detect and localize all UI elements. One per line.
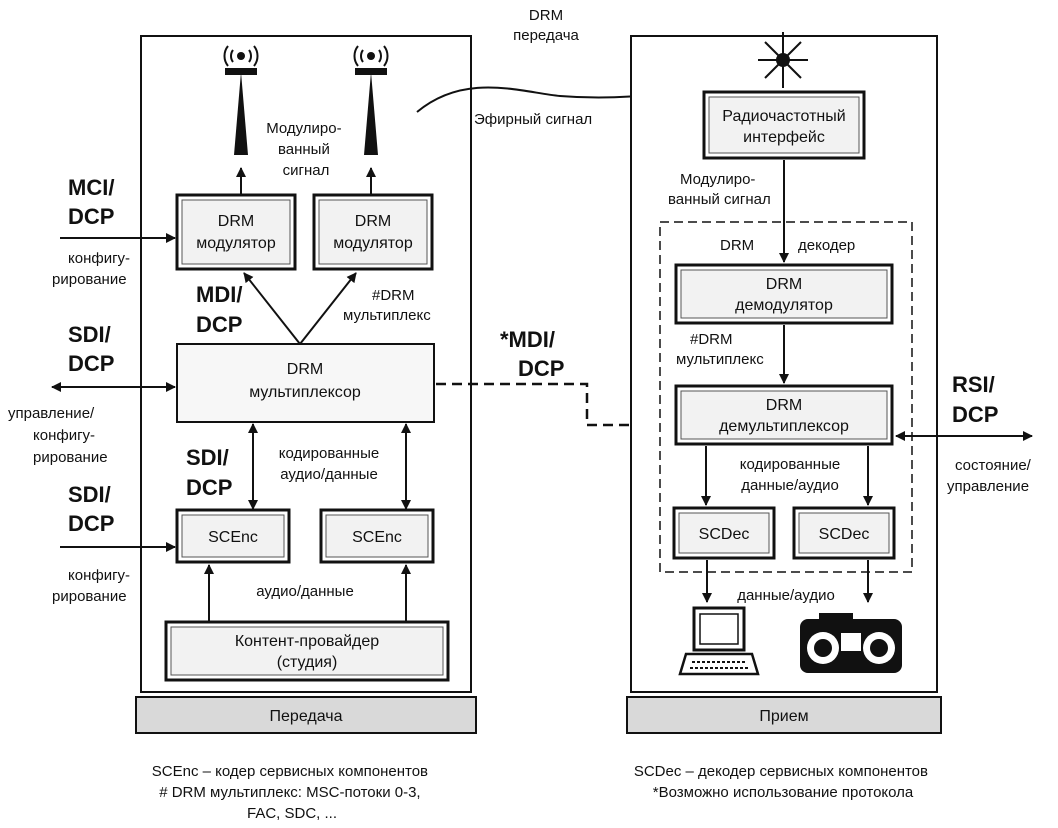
svg-text:SCEnc: SCEnc (208, 529, 258, 546)
tx-footer-label: Передача (270, 708, 343, 725)
sdi-dcp-label-2: SDI/DCP (68, 482, 114, 536)
sdi-control-label: управление/конфигу-рирование (8, 405, 108, 466)
rx-footer-label: Прием (759, 708, 808, 725)
decoder-label-part1: DRM (720, 237, 754, 254)
mdi-star-label: *MDI/DCP (500, 327, 564, 381)
radio-icon (800, 613, 902, 673)
rx-modulated-signal-label: Модулиро-ванный сигнал (668, 171, 771, 208)
note-scdec: SCDec – декодер сервисных компонентов *В… (634, 763, 932, 801)
mci-config-label: конфигу-рирование (52, 250, 130, 288)
svg-text:Контент-провайдер(студия): Контент-провайдер(студия) (235, 633, 379, 671)
scdec-2: SCDec (792, 506, 896, 560)
rsi-status-label: состояние/управление (947, 457, 1032, 495)
svg-text:SCEnc: SCEnc (352, 529, 402, 546)
scdec-1: SCDec (672, 506, 776, 560)
sdi-dcp-label-1: SDI/DCP (68, 322, 114, 376)
tx-modulated-signal-label: Модулиро- ванный сигнал (266, 120, 346, 179)
sdi-dcp-inner-label: SDI/DCP (186, 445, 232, 500)
note-scenc: SCEnc – кодер сервисных компонентов # DR… (152, 763, 432, 822)
drm-decoder-region (659, 221, 913, 573)
rx-data-audio-label: данные/аудио (737, 587, 835, 604)
rsi-dcp-label: RSI/DCP (952, 372, 998, 427)
antenna-icon (223, 45, 259, 155)
computer-icon (678, 606, 760, 676)
air-signal-label: Эфирный сигнал (474, 111, 592, 128)
svg-text:SCDec: SCDec (819, 526, 870, 543)
scenc-1: SCEnc (175, 508, 291, 564)
decoder-label-part2: декодер (798, 237, 855, 254)
mdi-dcp-label: MDI/DCP (196, 282, 242, 337)
svg-text:SCDec: SCDec (699, 526, 750, 543)
content-provider: Контент-провайдер(студия) (164, 620, 450, 682)
antenna-icon (353, 45, 389, 155)
mci-dcp-label: MCI/DCP (68, 175, 114, 229)
sun-icon (758, 32, 808, 88)
scenc-2: SCEnc (319, 508, 435, 564)
sdi-config-label: конфигу-рирование (52, 567, 130, 605)
rx-footer (626, 696, 942, 734)
tx-audio-data-label: аудио/данные (256, 583, 354, 600)
tx-footer (135, 696, 477, 734)
